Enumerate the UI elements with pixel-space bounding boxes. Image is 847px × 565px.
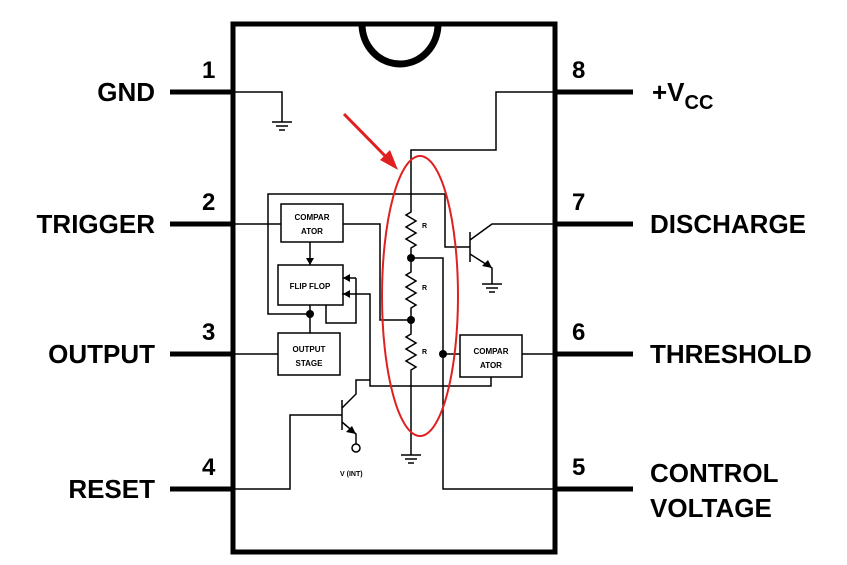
comparator-top-ref-wire xyxy=(343,223,411,321)
pin-3-label: OUTPUT xyxy=(48,339,155,369)
pin-7-label: DISCHARGE xyxy=(650,209,806,239)
gnd-wire xyxy=(233,91,283,122)
comparator-top-line1: COMPAR xyxy=(295,213,330,222)
highlight-ellipse xyxy=(381,155,459,437)
pin-1-label: GND xyxy=(97,77,155,107)
pin-6-label: THRESHOLD xyxy=(650,339,812,369)
discharge-collector xyxy=(469,223,555,241)
control-voltage-wire xyxy=(411,257,555,490)
vcc-main: +V xyxy=(652,77,685,107)
flip-flop-label: FLIP FLOP xyxy=(290,282,331,291)
resistor-2-label: R xyxy=(422,285,427,292)
output-stage-block xyxy=(277,332,341,376)
pin-7-number: 7 xyxy=(572,189,585,216)
ground-icon xyxy=(272,121,292,131)
resistor-2 xyxy=(404,258,418,320)
pin-8-label: +VCC xyxy=(652,77,713,114)
ff-loop-wire xyxy=(267,258,310,315)
arrow-icon xyxy=(482,260,492,268)
comparator-top-feedback-wire xyxy=(267,193,446,258)
ic-notch xyxy=(358,23,442,68)
discharge-emitter xyxy=(469,253,493,284)
pin-5-label-line1: CONTROL xyxy=(650,458,779,488)
resistor-3-label: R xyxy=(422,349,427,356)
ground-icon xyxy=(482,283,502,293)
vcc-subscript: CC xyxy=(685,92,714,114)
ground-icon xyxy=(401,454,421,464)
pin-6-number: 6 xyxy=(572,319,585,346)
arrow-icon xyxy=(380,150,398,170)
vref-terminal xyxy=(351,443,361,453)
ic-body xyxy=(230,21,558,555)
output-stage-line2: STAGE xyxy=(296,359,324,368)
vcc-wire xyxy=(410,91,555,198)
reset-transistor-collector xyxy=(341,379,370,409)
pin-8-number: 8 xyxy=(572,57,585,84)
pin-5-number: 5 xyxy=(572,454,585,481)
resistor-1 xyxy=(404,198,418,258)
comparator-right xyxy=(459,334,523,378)
pin-5-label-line2: VOLTAGE xyxy=(650,493,772,523)
arrow-icon xyxy=(306,258,314,265)
vref-label: V (INT) xyxy=(340,471,363,478)
resistor-1-label: R xyxy=(422,223,427,230)
pin-1-number: 1 xyxy=(202,57,215,84)
arrow-icon xyxy=(343,290,350,298)
pin-4-label: RESET xyxy=(68,474,155,504)
flip-flop-block xyxy=(277,264,344,306)
arrow-icon xyxy=(346,426,356,434)
comparator-top-line2: ATOR xyxy=(301,227,323,236)
comparator-right-to-ff-wire xyxy=(342,293,492,387)
discharge-base-wire xyxy=(444,225,470,248)
output-stage-line1: OUTPUT xyxy=(293,345,326,354)
resistor-3 xyxy=(404,320,418,455)
reset-ff-wire xyxy=(325,278,357,324)
pin-2-label: TRIGGER xyxy=(37,209,156,239)
pin-4-number: 4 xyxy=(202,454,216,481)
pin-3-number: 3 xyxy=(202,319,215,346)
pin-2-number: 2 xyxy=(202,189,215,216)
reset-wire xyxy=(233,414,342,490)
comparator-top xyxy=(280,203,344,243)
highlight-arrow-line xyxy=(342,112,394,165)
comparator-right-line1: COMPAR xyxy=(474,347,509,356)
comparator-right-line2: ATOR xyxy=(480,361,502,370)
